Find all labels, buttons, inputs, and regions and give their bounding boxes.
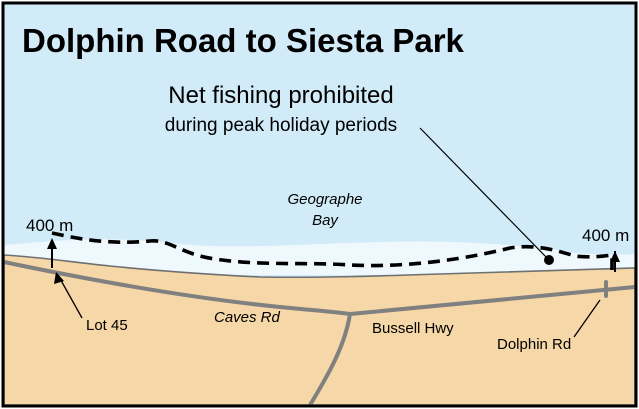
distance-label-right: 400 m <box>582 226 629 245</box>
shallow-water-band <box>4 239 635 275</box>
road-network <box>2 260 637 407</box>
notice-leader-line <box>419 127 549 260</box>
prohibited-zone-boundary <box>51 231 614 270</box>
lot-leader-arrow <box>54 272 64 284</box>
lot-leader-line <box>57 274 83 319</box>
map-title: Dolphin Road to Siesta Park <box>22 22 465 59</box>
title-banner <box>4 4 635 62</box>
distance-marker-left <box>47 238 57 268</box>
distance-marker-right <box>610 251 620 272</box>
distance-label-left: 400 m <box>26 216 73 235</box>
bay-label-line-1: Geographe <box>287 191 362 208</box>
caves-road <box>2 260 352 316</box>
south-road <box>308 312 352 407</box>
bay-label-line-2: Bay <box>312 212 339 229</box>
bussell-highway-label: Bussell Hwy <box>372 320 454 337</box>
dolphin-road-leader-line <box>573 299 601 338</box>
lot-label: Lot 45 <box>86 317 128 334</box>
dolphin-road-label: Dolphin Rd <box>497 336 571 353</box>
notice-line-2: during peak holiday periods <box>165 115 397 136</box>
notice-point-dot <box>544 255 554 265</box>
notice-line-1: Net fishing prohibited <box>168 82 393 109</box>
caves-road-label: Caves Rd <box>214 309 281 326</box>
bussell-highway <box>348 285 637 316</box>
